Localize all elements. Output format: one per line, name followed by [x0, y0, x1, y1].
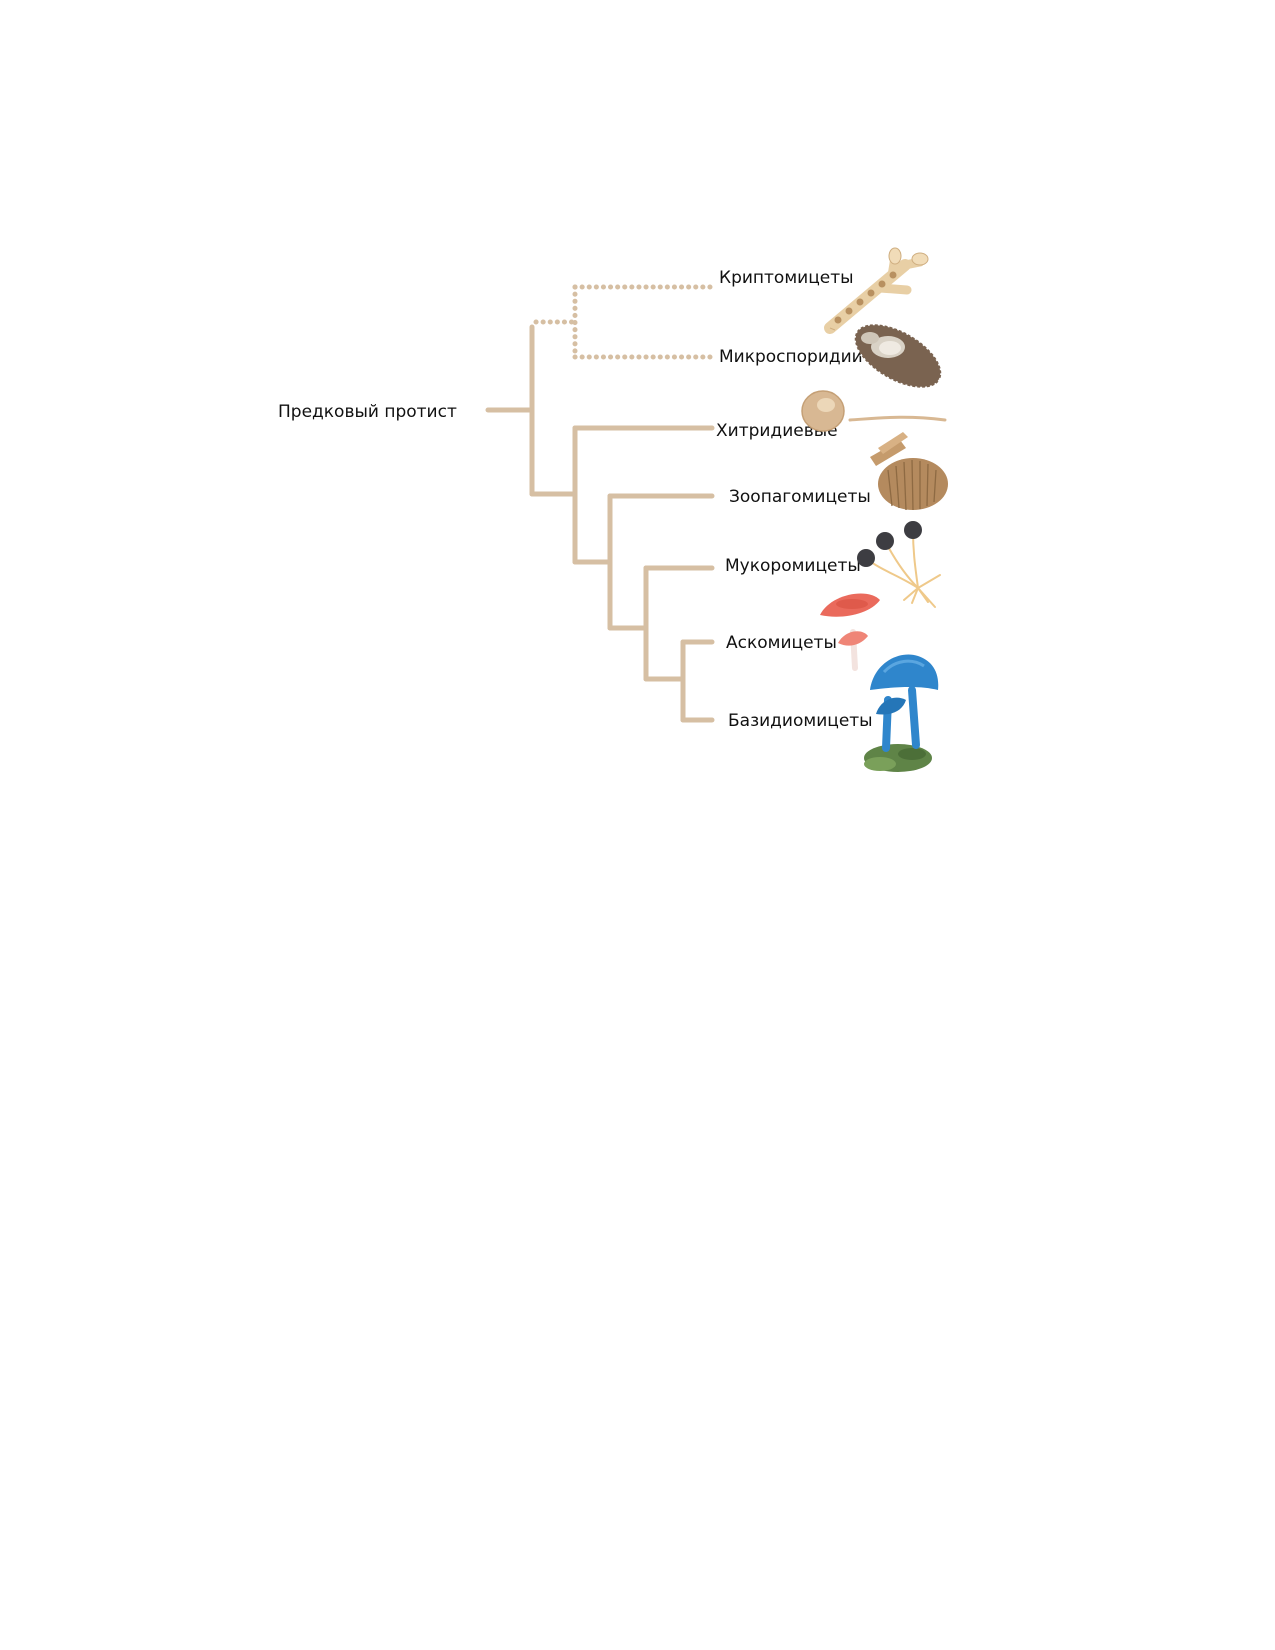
- dotted-branches: [533, 284, 715, 360]
- taxon-label-mucoromycota: Мукоромицеты: [725, 556, 861, 576]
- taxon-label-zoopagomycota: Зоопагомицеты: [729, 487, 871, 507]
- taxon-label-basidiomycota: Базидиомицеты: [728, 711, 873, 731]
- taxon-label-microsporidia: Микроспоридии: [719, 347, 863, 367]
- taxon-label-ascomycota: Аскомицеты: [726, 633, 837, 653]
- hyphae-illustration: [824, 247, 929, 334]
- cup-fungi-illustration: [820, 593, 880, 671]
- zoospore-illustration: [801, 390, 947, 432]
- spore-cell-illustration: [853, 323, 943, 389]
- fibrous-tuft-illustration: [870, 432, 948, 511]
- root-label: Предковый протист: [278, 402, 457, 422]
- sporangia-illustration: [857, 521, 941, 608]
- blue-mushroom-illustration: [864, 654, 939, 772]
- tree-branches: [485, 324, 715, 723]
- taxon-label-chytrids: Хитридиевые: [716, 421, 838, 441]
- taxon-label-cryptomycota: Криптомицеты: [719, 268, 854, 288]
